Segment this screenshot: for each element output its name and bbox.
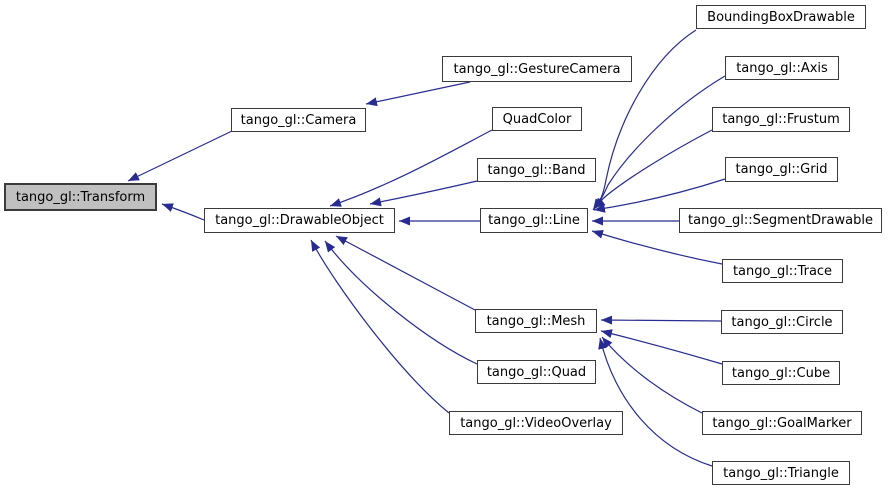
edge-triangle-to-mesh bbox=[598, 337, 713, 467]
node-tango-gl-drawableobject[interactable]: tango_gl::DrawableObject bbox=[204, 208, 395, 233]
edge-camera-to-transform bbox=[127, 130, 233, 182]
edge-trace-to-line bbox=[591, 229, 723, 265]
node-tango-gl-frustum[interactable]: tango_gl::Frustum bbox=[712, 107, 850, 132]
node-tango-gl-grid[interactable]: tango_gl::Grid bbox=[725, 157, 838, 182]
edge-gesturecamera-to-camera bbox=[365, 81, 471, 107]
edge-drawableobject-to-transform bbox=[161, 203, 205, 221]
edge-cube-to-mesh bbox=[600, 329, 723, 365]
node-tango-gl-transform: tango_gl::Transform bbox=[4, 183, 157, 211]
node-tango-gl-triangle[interactable]: tango_gl::Triangle bbox=[712, 461, 850, 485]
node-tango-gl-circle[interactable]: tango_gl::Circle bbox=[721, 310, 843, 334]
edge-goalmarker-to-mesh bbox=[601, 336, 703, 414]
node-tango-gl-axis[interactable]: tango_gl::Axis bbox=[725, 56, 839, 80]
edge-videooverlay-to-drawableobject bbox=[310, 239, 450, 414]
edge-band-to-drawableobject bbox=[369, 180, 478, 207]
edge-grid-to-line bbox=[593, 178, 726, 213]
node-tango-gl-line[interactable]: tango_gl::Line bbox=[480, 208, 588, 233]
node-tango-gl-segmentdrawable[interactable]: tango_gl::SegmentDrawable bbox=[679, 208, 882, 233]
node-tango-gl-mesh[interactable]: tango_gl::Mesh bbox=[475, 309, 597, 333]
node-quadcolor[interactable]: QuadColor bbox=[492, 107, 582, 131]
edge-quadcolor-to-drawableobject bbox=[329, 129, 493, 207]
edge-quad-to-drawableobject bbox=[324, 240, 478, 365]
node-tango-gl-goalmarker[interactable]: tango_gl::GoalMarker bbox=[702, 411, 862, 435]
node-tango-gl-quad[interactable]: tango_gl::Quad bbox=[477, 360, 596, 384]
node-tango-gl-cube[interactable]: tango_gl::Cube bbox=[722, 361, 840, 385]
edge-axis-to-line bbox=[593, 75, 726, 210]
edge-frustum-to-line bbox=[592, 129, 713, 211]
edge-mesh-to-drawableobject bbox=[335, 235, 476, 311]
node-boundingboxdrawable[interactable]: BoundingBoxDrawable bbox=[696, 5, 866, 29]
node-tango-gl-camera[interactable]: tango_gl::Camera bbox=[231, 108, 366, 132]
node-tango-gl-trace[interactable]: tango_gl::Trace bbox=[722, 259, 843, 283]
edge-circle-to-mesh bbox=[600, 315, 722, 325]
node-tango-gl-videooverlay[interactable]: tango_gl::VideoOverlay bbox=[449, 411, 623, 435]
node-tango-gl-band[interactable]: tango_gl::Band bbox=[477, 158, 596, 182]
node-tango-gl-gesturecamera[interactable]: tango_gl::GestureCamera bbox=[442, 56, 632, 82]
